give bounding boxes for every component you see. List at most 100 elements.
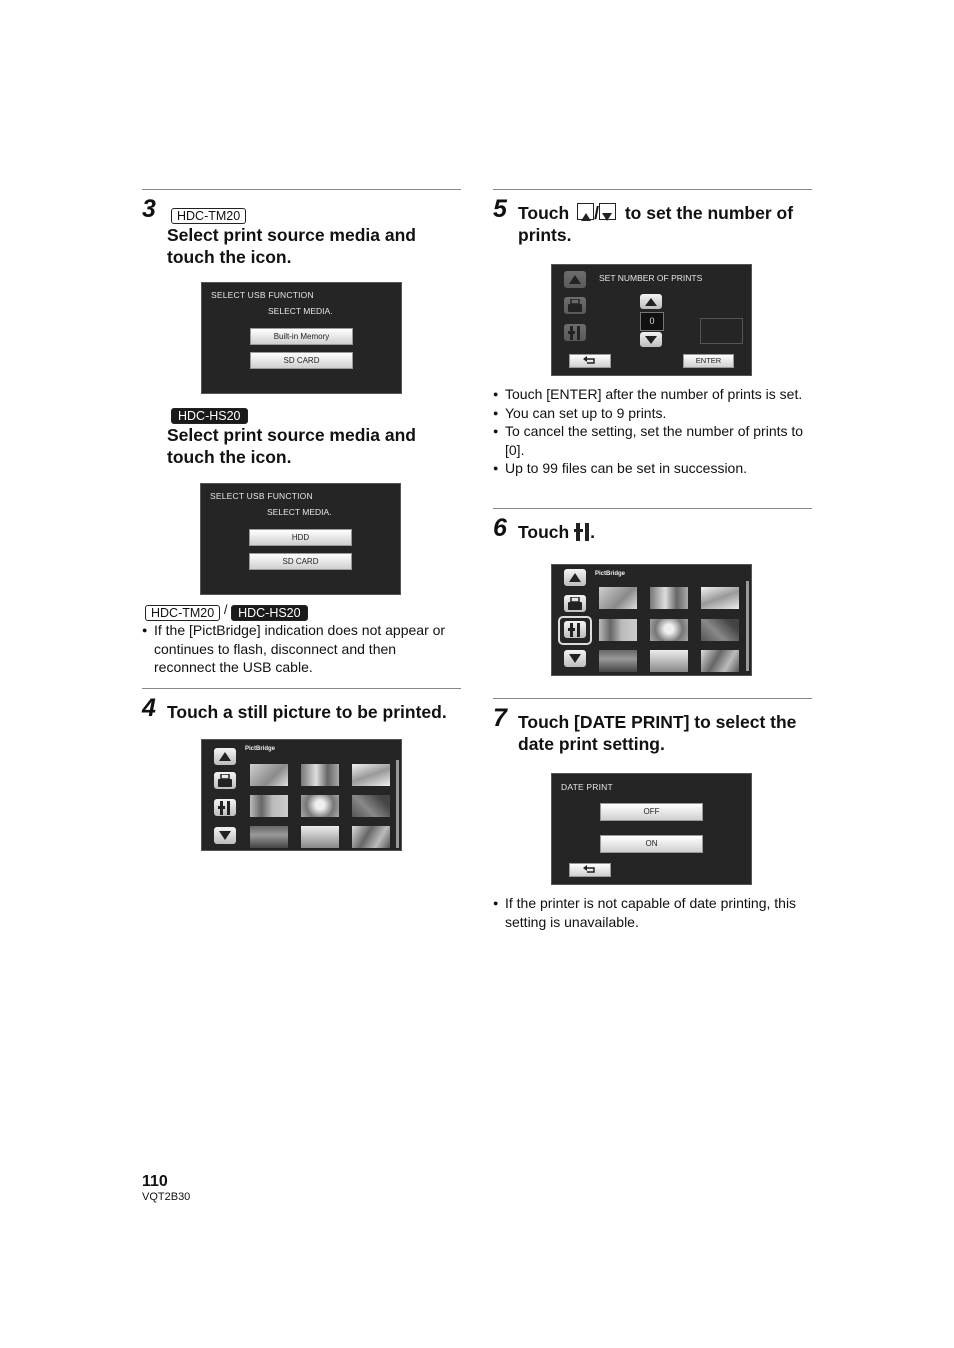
return-icon: [583, 356, 595, 364]
print-count-value: 0: [640, 312, 664, 331]
up-arrow-icon[interactable]: [214, 748, 236, 765]
step4-rule: [142, 688, 461, 689]
up-arrow-icon: [577, 203, 595, 221]
step3-rule: [142, 189, 461, 190]
step3-number: 3: [142, 195, 156, 223]
step7-rule: [493, 698, 812, 699]
screen-title: SET NUMBER OF PRINTS: [599, 273, 703, 283]
thumbnail[interactable]: [701, 619, 739, 641]
model-badge-hs20: HDC-HS20: [231, 605, 308, 621]
print-icon[interactable]: [214, 772, 236, 789]
thumbnail[interactable]: [599, 650, 637, 672]
up-arrow-icon[interactable]: [564, 569, 586, 586]
builtin-memory-button[interactable]: Built-in Memory: [250, 328, 353, 345]
step5-heading-line2: prints.: [518, 225, 572, 245]
thumbnail[interactable]: [250, 795, 288, 817]
step3-notes: If the [PictBridge] indication does not …: [142, 621, 460, 677]
preview-frame: [700, 318, 743, 344]
return-button[interactable]: [569, 863, 611, 877]
thumbnail[interactable]: [301, 764, 339, 786]
step3-heading-b: Select print source media and touch the …: [167, 425, 416, 467]
thumbnail[interactable]: [301, 826, 339, 848]
thumbnail[interactable]: [701, 587, 739, 609]
model-separator: /: [223, 602, 228, 617]
screen-pictbridge-step6: PictBridge: [551, 564, 752, 676]
screen-subtitle: SELECT MEDIA.: [267, 507, 332, 517]
thumbnail[interactable]: [352, 795, 390, 817]
screen-date-print: DATE PRINT OFF ON: [551, 773, 752, 885]
list-item: To cancel the setting, set the number of…: [493, 422, 811, 459]
up-arrow-icon: [564, 271, 586, 288]
step6-heading: Touch .: [518, 521, 595, 546]
list-item: Touch [ENTER] after the number of prints…: [493, 385, 811, 404]
thumbnail[interactable]: [650, 619, 688, 641]
heading-separator: /: [594, 203, 599, 223]
screen-title: SELECT USB FUNCTION: [211, 290, 314, 300]
model-badge-hs20: HDC-HS20: [171, 408, 248, 424]
thumbnail[interactable]: [650, 587, 688, 609]
tools-icon[interactable]: [564, 621, 586, 638]
step5-heading-pre: Touch: [518, 203, 570, 223]
step6-heading-text: Touch: [518, 522, 570, 542]
tools-highlight: [558, 616, 592, 645]
down-arrow-icon[interactable]: [564, 650, 586, 667]
tools-icon: [574, 523, 590, 546]
screen-select-media-hs20: SELECT USB FUNCTION SELECT MEDIA. HDD SD…: [200, 483, 401, 595]
screen-pictbridge-step4: PictBridge: [201, 739, 402, 851]
step5-heading-post: to set the number of: [624, 203, 794, 223]
down-arrow-icon[interactable]: [214, 827, 236, 844]
scrollbar[interactable]: [746, 581, 749, 671]
print-icon[interactable]: [564, 595, 586, 612]
note-models: HDC-TM20 / HDC-HS20: [145, 602, 308, 621]
list-item: You can set up to 9 prints.: [493, 404, 811, 423]
print-icon: [564, 297, 586, 314]
step3-heading-a: Select print source media and touch the …: [167, 225, 416, 267]
scrollbar[interactable]: [396, 760, 399, 848]
thumbnail[interactable]: [250, 764, 288, 786]
thumbnail[interactable]: [352, 764, 390, 786]
list-item: If the printer is not capable of date pr…: [493, 894, 811, 931]
step7-notes: If the printer is not capable of date pr…: [493, 894, 811, 931]
enter-button[interactable]: ENTER: [683, 354, 734, 368]
increase-button[interactable]: [640, 294, 662, 309]
down-arrow-icon: [598, 203, 616, 221]
thumbnail[interactable]: [599, 619, 637, 641]
thumbnail[interactable]: [599, 587, 637, 609]
decrease-button[interactable]: [640, 332, 662, 347]
model-badge-tm20: HDC-TM20: [171, 208, 247, 224]
screen-subtitle: SELECT MEDIA.: [268, 306, 333, 316]
return-button[interactable]: [569, 354, 611, 368]
thumbnail[interactable]: [301, 795, 339, 817]
step4-number: 4: [142, 694, 156, 722]
step4-heading: Touch a still picture to be printed.: [167, 702, 447, 722]
page-number: 110: [142, 1173, 168, 1190]
step3-model-a: HDC-TM20: [171, 207, 247, 225]
on-button[interactable]: ON: [600, 835, 703, 853]
tools-icon[interactable]: [214, 799, 236, 816]
step5-notes: Touch [ENTER] after the number of prints…: [493, 385, 811, 478]
document-code: VQT2B30: [142, 1191, 191, 1203]
step5-rule: [493, 189, 812, 190]
step7-heading: Touch [DATE PRINT] to select the date pr…: [518, 712, 797, 754]
thumbnail[interactable]: [250, 826, 288, 848]
step6-rule: [493, 508, 812, 509]
hdd-button[interactable]: HDD: [249, 529, 352, 546]
step6-number: 6: [493, 514, 507, 542]
thumbnail[interactable]: [352, 826, 390, 848]
list-item: If the [PictBridge] indication does not …: [142, 621, 460, 677]
screen-title: SELECT USB FUNCTION: [210, 491, 313, 501]
pictbridge-label: PictBridge: [245, 746, 276, 752]
sd-card-button[interactable]: SD CARD: [250, 352, 353, 369]
tools-icon: [564, 324, 586, 341]
step5-heading: Touch / to set the number of prints.: [518, 202, 818, 246]
thumbnail[interactable]: [650, 650, 688, 672]
screen-title: DATE PRINT: [561, 782, 613, 792]
step5-number: 5: [493, 195, 507, 223]
screen-select-media-tm20: SELECT USB FUNCTION SELECT MEDIA. Built-…: [201, 282, 402, 394]
model-badge-tm20: HDC-TM20: [145, 605, 221, 621]
list-item: Up to 99 files can be set in succession.: [493, 459, 811, 478]
off-button[interactable]: OFF: [600, 803, 703, 821]
thumbnail[interactable]: [701, 650, 739, 672]
step3-model-b: HDC-HS20: [171, 407, 248, 425]
sd-card-button[interactable]: SD CARD: [249, 553, 352, 570]
